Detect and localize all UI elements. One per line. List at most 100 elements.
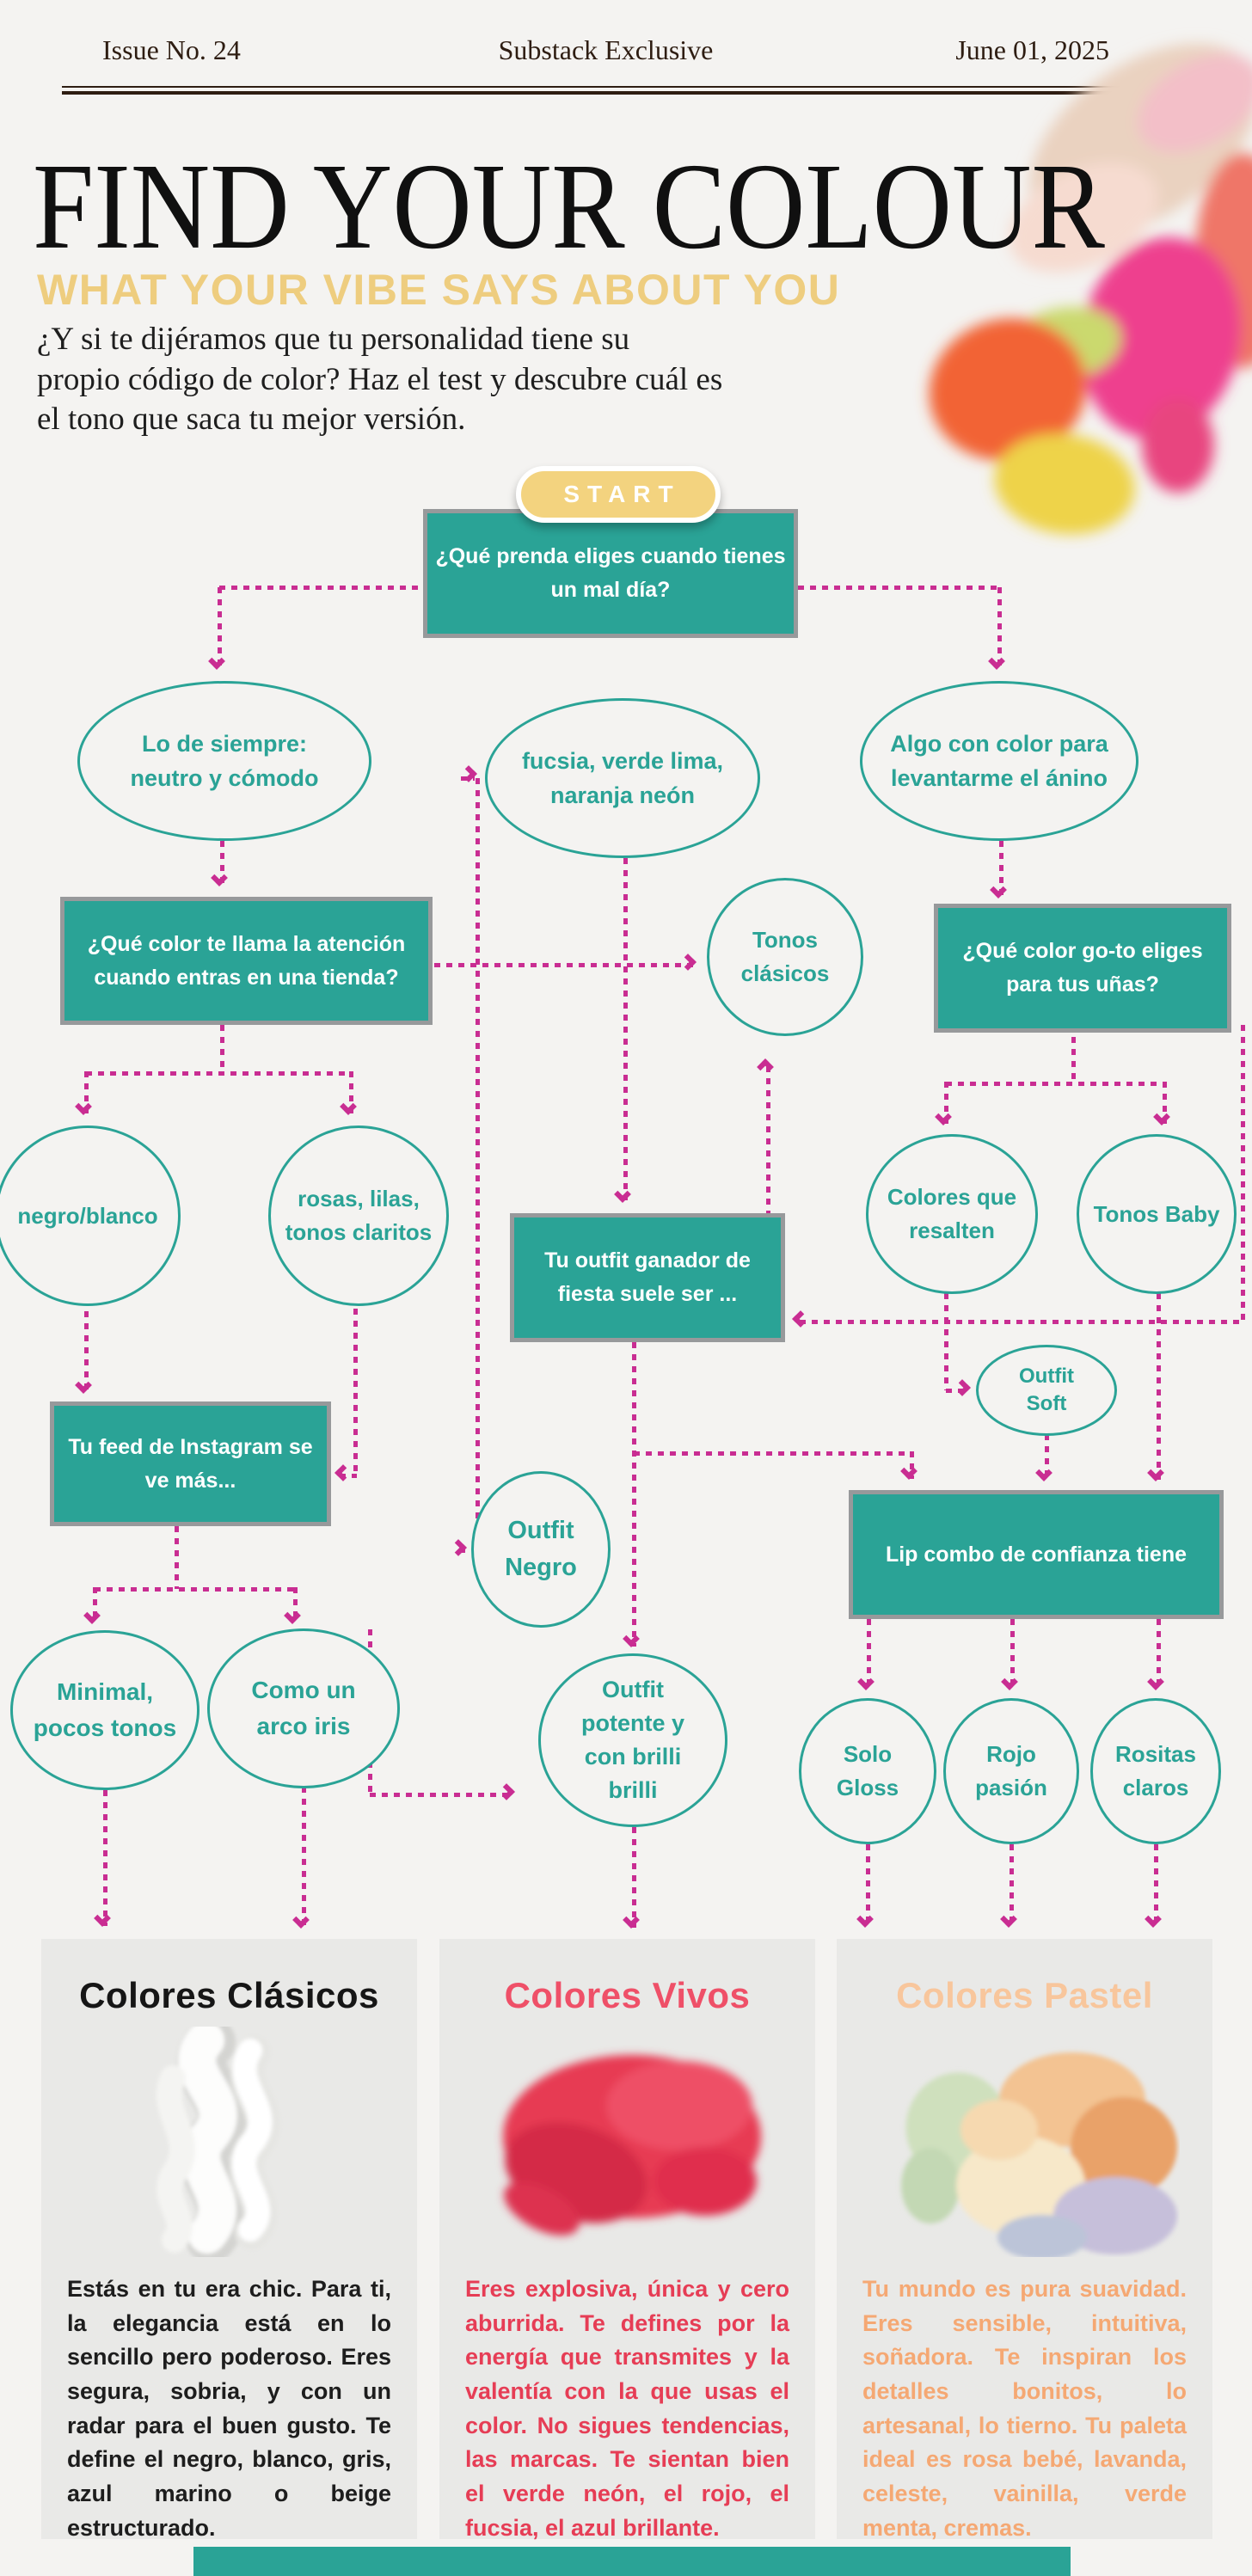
flow-connector-line bbox=[461, 776, 475, 781]
result-title-pastel: Colores Pastel bbox=[896, 1975, 1153, 2015]
masthead-date: June 01, 2025 bbox=[955, 34, 1109, 65]
flow-arrowhead-icon bbox=[211, 869, 228, 886]
flow-connector-line bbox=[84, 1071, 89, 1114]
result-card-clasicos: Colores Clásicos Estás en tu era chic. P… bbox=[41, 1939, 417, 2541]
flow-arrowhead-icon bbox=[792, 1310, 809, 1328]
pastel-powder-image bbox=[837, 2027, 1212, 2257]
flow-connector-line bbox=[340, 1474, 357, 1478]
flow-connector-line bbox=[1157, 1619, 1161, 1690]
flow-connector-line bbox=[632, 1342, 636, 1647]
answer-arco-iris: Como un arco iris bbox=[207, 1628, 400, 1788]
result-text-pastel: Tu mundo es pura suavidad. Eres sensible… bbox=[862, 2276, 1187, 2541]
flow-connector-line bbox=[798, 586, 1001, 590]
page-subtitle: WHAT YOUR VIBE SAYS ABOUT YOU bbox=[37, 266, 841, 314]
flow-arrowhead-icon bbox=[1147, 1464, 1164, 1481]
flow-connector-line bbox=[1045, 1434, 1049, 1481]
flow-connector-line bbox=[766, 1066, 770, 1213]
flow-connector-line bbox=[349, 1071, 353, 1114]
flow-connector-line bbox=[999, 841, 1003, 898]
answer-tonos-clasicos: Tonos clásicos bbox=[707, 878, 863, 1036]
answer-fucsia-neon: fucsia, verde lima, naranja neón bbox=[485, 698, 760, 858]
flow-connector-line bbox=[1010, 1844, 1014, 1927]
flow-connector-line bbox=[293, 1587, 298, 1623]
flow-connector-line bbox=[370, 1793, 514, 1797]
flow-arrowhead-icon bbox=[75, 1377, 92, 1394]
start-button[interactable]: START bbox=[516, 466, 721, 523]
flow-connector-line bbox=[944, 1293, 948, 1390]
flow-arrowhead-icon bbox=[900, 1463, 918, 1480]
flow-arrowhead-icon bbox=[1000, 1911, 1017, 1928]
flow-connector-line bbox=[476, 778, 480, 1550]
flow-connector-line bbox=[944, 1082, 948, 1125]
question-party-outfit-box: Tu outfit ganador de fiesta suele ser ..… bbox=[510, 1213, 785, 1342]
white-cream-smear-image bbox=[41, 2027, 417, 2257]
result-card-vivos: Colores Vivos Eres explosiva, única y ce… bbox=[439, 1939, 815, 2541]
flow-connector-line bbox=[946, 1082, 1166, 1086]
flow-connector-line bbox=[220, 841, 224, 886]
flow-connector-line bbox=[634, 1451, 913, 1456]
flow-arrowhead-icon bbox=[1035, 1464, 1053, 1481]
flow-arrowhead-icon bbox=[757, 1058, 774, 1076]
flow-connector-line bbox=[219, 586, 425, 590]
flow-connector-line bbox=[1071, 1025, 1076, 1085]
answer-colores-resalten: Colores que resalten bbox=[866, 1134, 1038, 1294]
result-text-vivos: Eres explosiva, única y cero aburrida. T… bbox=[465, 2276, 789, 2541]
flow-connector-line bbox=[946, 1389, 970, 1393]
flow-connector-line bbox=[867, 1619, 871, 1690]
flow-arrowhead-icon bbox=[1147, 1673, 1164, 1690]
flow-connector-line bbox=[1154, 1844, 1158, 1927]
answer-rositas-claros: Rositas claros bbox=[1090, 1698, 1221, 1844]
flow-arrowhead-icon bbox=[856, 1911, 874, 1928]
flow-connector-line bbox=[175, 1526, 179, 1589]
answer-rosas-lilas: rosas, lilas, tonos claritos bbox=[268, 1125, 449, 1306]
flow-connector-line bbox=[84, 1287, 89, 1393]
flow-arrowhead-icon bbox=[679, 954, 697, 971]
flow-connector-line bbox=[93, 1587, 97, 1623]
masthead: Issue No. 24 Substack Exclusive June 01,… bbox=[102, 34, 1109, 74]
question-store-box: ¿Qué color te llama la atención cuando e… bbox=[60, 897, 433, 1025]
answer-solo-gloss: Solo Gloss bbox=[799, 1698, 936, 1844]
answer-outfit-negro: Outfit Negro bbox=[471, 1471, 611, 1628]
flow-arrowhead-icon bbox=[988, 653, 1005, 670]
flow-arrowhead-icon bbox=[954, 1379, 971, 1396]
question-lip-combo-box: Lip combo de confianza tiene bbox=[849, 1490, 1224, 1619]
question-nails-box: ¿Qué color go-to eliges para tus uñas? bbox=[934, 904, 1231, 1033]
flow-arrowhead-icon bbox=[1145, 1911, 1162, 1928]
flow-connector-line bbox=[86, 1071, 353, 1076]
flow-arrowhead-icon bbox=[75, 1098, 92, 1115]
flow-arrowhead-icon bbox=[498, 1783, 515, 1800]
answer-outfit-soft: Outfit Soft bbox=[976, 1345, 1117, 1436]
result-card-pastel: Colores Pastel Tu mundo es pura suavidad… bbox=[837, 1939, 1212, 2541]
flow-arrowhead-icon bbox=[334, 1464, 352, 1481]
flow-arrowhead-icon bbox=[623, 1630, 640, 1647]
flow-arrowhead-icon bbox=[94, 1910, 111, 1927]
footer-teal-bar bbox=[193, 2547, 1071, 2576]
flow-arrowhead-icon bbox=[292, 1911, 310, 1929]
flow-connector-line bbox=[1010, 1619, 1015, 1690]
page-title: FIND YOUR COLOUR bbox=[33, 138, 1105, 275]
flow-arrowhead-icon bbox=[450, 1539, 467, 1556]
answer-minimal: Minimal, pocos tonos bbox=[10, 1630, 199, 1790]
masthead-rule-thin bbox=[62, 86, 1214, 88]
flow-arrowhead-icon bbox=[284, 1607, 301, 1624]
intro-text: ¿Y si te dijéramos que tu personalidad t… bbox=[37, 322, 723, 438]
flow-connector-line bbox=[218, 587, 222, 671]
flow-arrowhead-icon bbox=[857, 1673, 875, 1690]
red-lipstick-smudge-image bbox=[439, 2027, 815, 2257]
issue-number: Issue No. 24 bbox=[102, 34, 241, 65]
flow-arrowhead-icon bbox=[83, 1607, 101, 1624]
result-title-clasicos: Colores Clásicos bbox=[79, 1975, 379, 2015]
flow-arrowhead-icon bbox=[208, 653, 225, 670]
answer-tonos-baby: Tonos Baby bbox=[1077, 1134, 1237, 1294]
answer-neutral-comfy: Lo de siempre: neutro y cómodo bbox=[77, 681, 371, 841]
flow-connector-line bbox=[623, 858, 628, 1200]
flow-connector-line bbox=[103, 1790, 107, 1926]
flow-connector-line bbox=[434, 963, 696, 967]
flow-connector-line bbox=[910, 1451, 914, 1479]
flow-connector-line bbox=[220, 1025, 224, 1073]
flow-arrowhead-icon bbox=[990, 881, 1007, 899]
flow-connector-line bbox=[459, 1549, 470, 1553]
answer-outfit-potente: Outfit potente y con brilli brilli bbox=[538, 1653, 727, 1827]
flow-connector-line bbox=[1163, 1082, 1167, 1125]
